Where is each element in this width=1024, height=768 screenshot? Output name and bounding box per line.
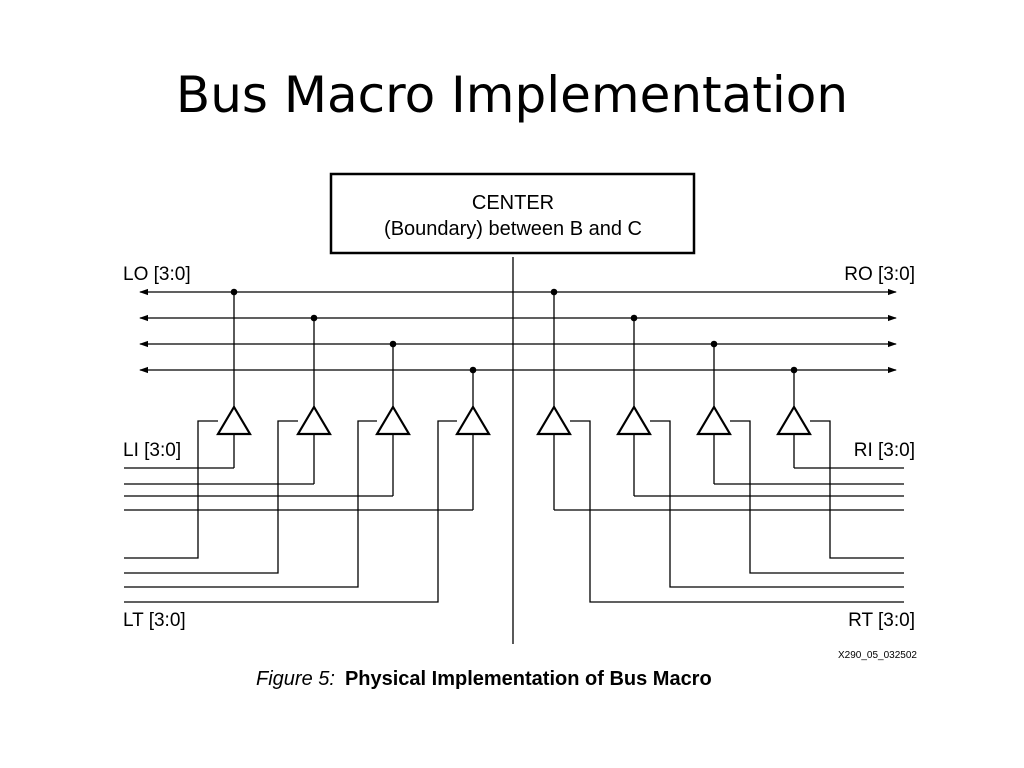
rt-bus-line [570,420,904,603]
junction-dots [230,288,798,374]
caption-prefix: Figure 5: [256,668,335,690]
rt-bus-line [730,420,904,574]
rt-bus-line [650,420,904,588]
junction-dot [710,340,718,348]
tristate-buffer-icon [375,404,411,436]
tristate-bus [124,420,904,603]
figure-id: X290_05_032502 [838,650,917,661]
lt-bus-line [124,420,218,559]
tristate-buffer-icon [696,404,732,436]
center-box [329,172,696,255]
junction-dot [790,366,798,374]
junction-dot [630,314,638,322]
tristate-buffer-icon [296,404,332,436]
rt-bus-line [810,420,904,559]
input-bus [124,467,904,511]
label-lo: LO [3:0] [123,264,191,285]
tristate-buffer-icon [536,404,572,436]
output-bus [139,288,897,374]
tristate-buffer-icon [776,404,812,436]
center-box-title: CENTER [472,192,554,214]
tristate-buffers [216,404,812,436]
junction-dot [230,288,238,296]
label-ro: RO [3:0] [844,264,915,285]
tristate-buffer-icon [616,404,652,436]
figure-caption: Figure 5: Physical Implementation of Bus … [256,668,712,691]
tristate-buffer-icon [455,404,491,436]
junction-dot [389,340,397,348]
tristate-buffer-icon [216,404,252,436]
center-box-subtitle: (Boundary) between B and C [384,218,642,240]
junction-dot [310,314,318,322]
buffer-connections [233,292,795,510]
junction-dot [469,366,477,374]
junction-dot [550,288,558,296]
label-ri: RI [3:0] [854,440,915,461]
label-li: LI [3:0] [123,440,181,461]
caption-title: Physical Implementation of Bus Macro [344,668,712,690]
label-lt: LT [3:0] [123,610,186,631]
lt-bus-line [124,420,298,574]
slide-title: Bus Macro Implementation [175,66,849,124]
lt-bus-line [124,420,377,588]
label-rt: RT [3:0] [848,610,915,631]
lt-bus-line [124,420,457,603]
